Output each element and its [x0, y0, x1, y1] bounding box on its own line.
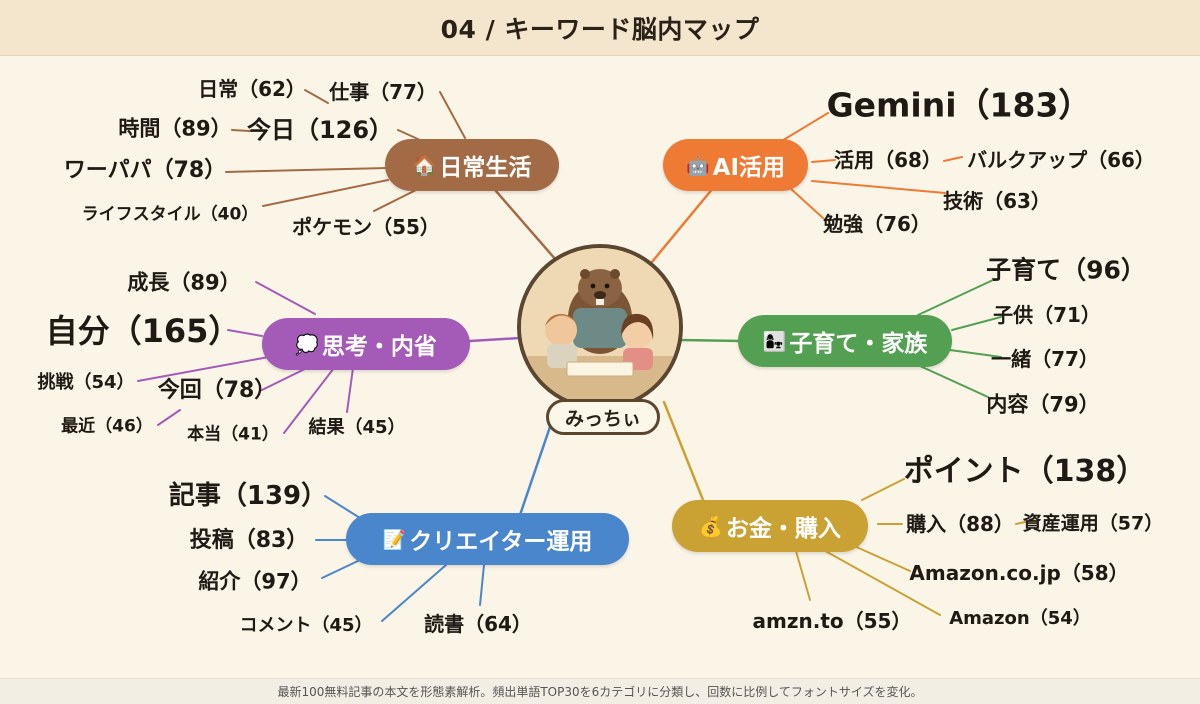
- keyword-daily: 時間（89）: [118, 116, 232, 141]
- keyword-ai: 勉強（76）: [823, 212, 931, 236]
- keyword-connector: [225, 167, 386, 173]
- category-emoji-icon: 💰: [699, 515, 723, 538]
- category-emoji-icon: 🤖: [685, 154, 710, 177]
- category-label: AI活用: [712, 155, 786, 181]
- keyword-daily: 日常（62）: [198, 77, 306, 101]
- category-label: クリエイター運用: [409, 529, 593, 555]
- keyword-family: 子育て（96）: [986, 255, 1146, 285]
- footer: 最新100無料記事の本文を形態素解析。頻出単語TOP30を6カテゴリに分類し、回…: [0, 678, 1200, 704]
- keyword-thought: 結果（45）: [308, 417, 406, 438]
- category-ai: 🤖AI活用: [663, 139, 808, 191]
- keyword-connector: [304, 89, 329, 104]
- keyword-connector: [324, 495, 361, 519]
- keyword-connector: [949, 349, 1002, 358]
- keyword-connector: [346, 367, 354, 413]
- keyword-connector: [795, 550, 811, 601]
- keyword-money: ポイント（138）: [903, 454, 1147, 489]
- category-emoji-icon: 📝: [382, 528, 407, 551]
- connector-creator: [518, 416, 555, 517]
- keyword-connector: [861, 478, 905, 501]
- keyword-money: 資産運用（57）: [1022, 512, 1164, 535]
- keyword-daily: ポケモン（55）: [292, 215, 440, 239]
- keyword-connector: [851, 544, 911, 572]
- category-label: 子育て・家族: [789, 331, 928, 357]
- keyword-family: 子供（71）: [993, 303, 1101, 327]
- center-avatar: [517, 244, 683, 410]
- keyword-thought: 今回（78）: [157, 378, 277, 403]
- keyword-thought: 自分（165）: [45, 312, 241, 350]
- keyword-thought: 成長（89）: [127, 270, 241, 295]
- center-name-badge: みっちぃ: [546, 399, 660, 435]
- category-label: 思考・内省: [321, 334, 437, 360]
- keyword-creator: 読書（64）: [424, 612, 532, 636]
- keyword-money: Amazon（54）: [949, 608, 1091, 629]
- keyword-connector: [321, 559, 361, 579]
- keyword-connector: [397, 129, 421, 141]
- keyword-connector: [819, 547, 941, 616]
- category-creator: 📝クリエイター運用: [346, 513, 629, 565]
- keyword-thought: 最近（46）: [61, 416, 153, 437]
- keyword-ai: 技術（63）: [943, 189, 1051, 213]
- keyword-daily: 今日（126）: [246, 116, 394, 144]
- keyword-connector: [137, 353, 286, 382]
- keyword-connector: [381, 564, 447, 622]
- category-family: 👩‍👧子育て・家族: [738, 315, 952, 367]
- category-thought: 💭思考・内省: [262, 318, 470, 370]
- keyword-connector: [811, 159, 836, 163]
- keyword-thought: 本当（41）: [187, 424, 279, 445]
- keyword-money: 購入（88）: [906, 512, 1014, 536]
- page-title: 04 / キーワード脳内マップ: [440, 14, 760, 44]
- keyword-connector: [917, 279, 994, 316]
- footer-note: 最新100無料記事の本文を形態素解析。頻出単語TOP30を6カテゴリに分類し、回…: [277, 685, 923, 699]
- category-daily: 🏠日常生活: [385, 139, 559, 191]
- keyword-connector: [919, 365, 989, 398]
- keyword-connector: [373, 187, 421, 212]
- keyword-connector: [231, 129, 251, 132]
- keyword-connector: [779, 112, 829, 143]
- keyword-thought: 挑戦（54）: [37, 372, 135, 393]
- keyword-connector: [951, 316, 1002, 331]
- keyword-daily: 仕事（77）: [329, 80, 437, 104]
- connector-money: [662, 400, 707, 507]
- keyword-creator: 記事（139）: [168, 481, 328, 511]
- category-label: 日常生活: [439, 155, 532, 181]
- category-emoji-icon: 👩‍👧: [762, 330, 787, 353]
- keyword-family: 内容（79）: [986, 392, 1100, 417]
- keyword-connector: [479, 564, 485, 606]
- category-money: 💰お金・購入: [672, 500, 868, 552]
- keyword-ai: 活用（68）: [834, 148, 942, 172]
- keyword-connector: [789, 187, 824, 219]
- connector-family: [678, 338, 744, 343]
- keyword-family: 一緒（77）: [991, 347, 1099, 371]
- category-label: お金・購入: [725, 516, 841, 542]
- keyword-money: Amazon.co.jp（58）: [909, 561, 1129, 585]
- keyword-money: amzn.to（55）: [752, 609, 912, 633]
- keyword-connector: [157, 409, 181, 426]
- header: 04 / キーワード脳内マップ: [0, 0, 1200, 56]
- keyword-daily: ワーパパ（78）: [63, 158, 227, 183]
- category-emoji-icon: 💭: [295, 333, 319, 356]
- keyword-connector: [262, 179, 389, 207]
- beaver-and-children-reading-illustration: [521, 248, 679, 406]
- keyword-connector: [811, 180, 946, 194]
- keyword-connector: [943, 156, 963, 162]
- keyword-connector: [255, 281, 316, 315]
- keyword-ai: バルクアップ（66）: [967, 148, 1155, 172]
- keyword-creator: 紹介（97）: [198, 569, 312, 594]
- keyword-connector: [1015, 519, 1035, 525]
- keyword-daily: ライフスタイル（40）: [81, 204, 259, 225]
- keyword-creator: 投稿（83）: [189, 528, 309, 553]
- category-emoji-icon: 🏠: [412, 154, 437, 177]
- keyword-connector: [439, 91, 466, 139]
- keyword-connector: [283, 367, 335, 434]
- center-name: みっちぃ: [564, 407, 641, 430]
- keyword-connector: [227, 329, 263, 337]
- keyword-ai: Gemini（183）: [826, 85, 1092, 125]
- connector-thought: [468, 336, 522, 343]
- keyword-creator: コメント（45）: [239, 615, 373, 636]
